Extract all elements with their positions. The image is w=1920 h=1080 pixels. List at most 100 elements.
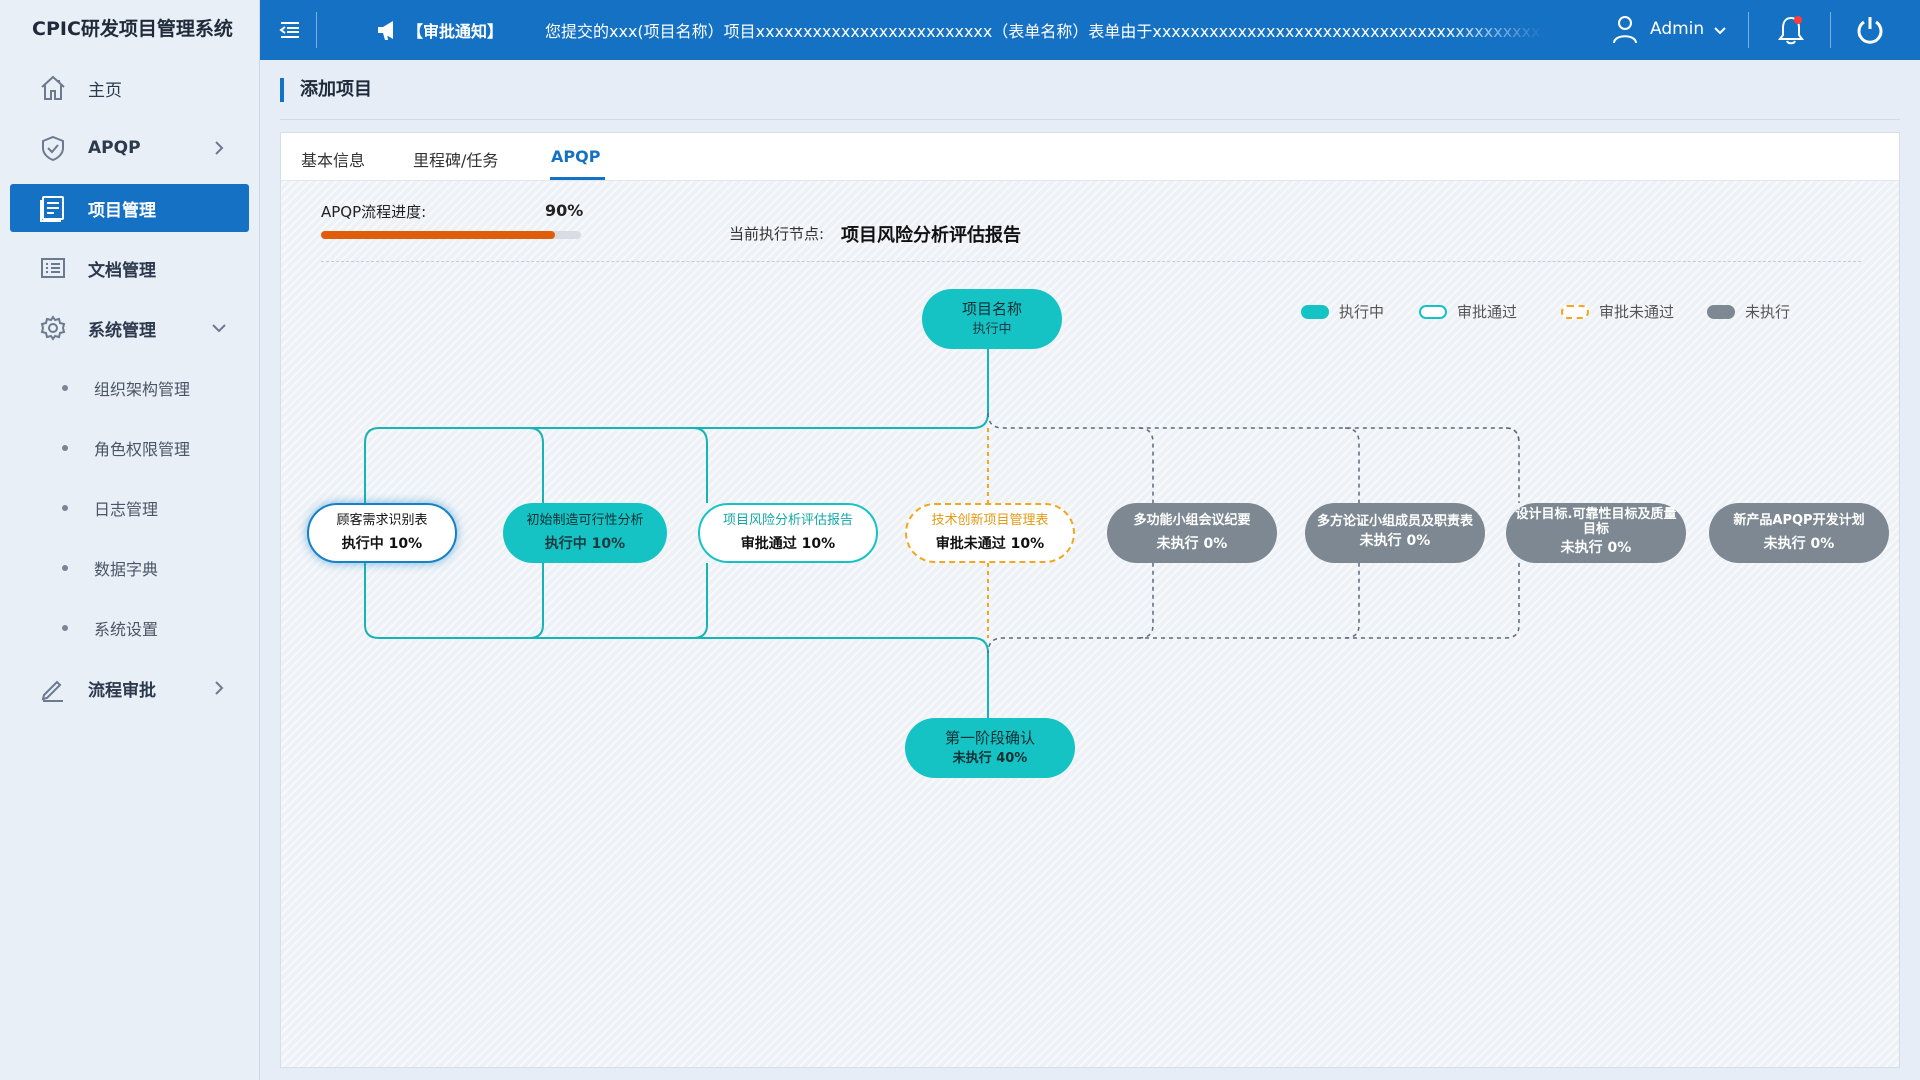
tab-active-indicator: [550, 177, 605, 180]
legend-running: 执行中: [1301, 301, 1384, 322]
progress-bar: [321, 231, 581, 239]
menu-collapse-icon[interactable]: [278, 18, 302, 42]
flow-root-node[interactable]: 项目名称 执行中: [922, 289, 1062, 349]
node-title: 顾客需求识别表: [336, 512, 428, 528]
tab-milestones[interactable]: 里程碑/任务: [413, 151, 499, 170]
sidebar-subitem-logs[interactable]: 日志管理: [10, 484, 249, 532]
pen-icon: [38, 673, 68, 703]
legend-label: 执行中: [1339, 303, 1385, 321]
legend-swatch: [1707, 304, 1735, 319]
sidebar-subitem-label: 系统设置: [94, 620, 159, 639]
document-icon: [38, 253, 68, 283]
megaphone-icon: [378, 21, 393, 40]
flow-node[interactable]: 初始制造可行性分析 执行中 10%: [503, 503, 667, 563]
chevron-down-icon: [212, 324, 226, 333]
flow-node[interactable]: 项目风险分析评估报告 审批通过 10%: [698, 503, 878, 563]
sidebar-item-project[interactable]: 项目管理: [10, 184, 249, 232]
node-status: 未执行 0%: [1763, 536, 1835, 553]
user-menu[interactable]: Admin: [1612, 14, 1740, 44]
tab-bar: 基本信息 里程碑/任务 APQP: [281, 133, 1899, 181]
node-status: 审批未通过 10%: [935, 536, 1045, 553]
bullet-icon: [62, 625, 68, 631]
sidebar-item-label: 主页: [88, 80, 122, 101]
node-title: 新产品APQP开发计划: [1733, 512, 1865, 528]
user-name: Admin: [1650, 19, 1705, 39]
node-title: 项目风险分析评估报告: [722, 512, 853, 528]
node-title: 多方论证小组成员及职责表: [1316, 514, 1473, 530]
node-title: 项目名称: [961, 300, 1022, 319]
sidebar: CPIC研发项目管理系统 主页 APQP 项目管理 文档管理 系统管理 组织架构…: [0, 0, 260, 1080]
current-node-value: 项目风险分析评估报告: [841, 225, 1021, 246]
tab-apqp[interactable]: APQP: [551, 147, 601, 166]
sidebar-item-documents[interactable]: 文档管理: [10, 244, 249, 292]
chevron-down-icon: [1714, 27, 1726, 35]
project-icon: [38, 193, 68, 223]
node-status: 未执行 0%: [1560, 540, 1632, 557]
sidebar-subitem-label: 组织架构管理: [94, 380, 191, 399]
node-title: 多功能小组会议纪要: [1133, 512, 1251, 528]
tab-basic-info[interactable]: 基本信息: [301, 151, 366, 170]
sidebar-item-label: 流程审批: [88, 680, 156, 701]
legend-label: 审批未通过: [1599, 303, 1675, 321]
node-status: 未执行 0%: [1359, 533, 1431, 550]
notice-tag: 【审批通知】: [407, 22, 504, 41]
bullet-icon: [62, 385, 68, 391]
sidebar-subitem-label: 角色权限管理: [94, 440, 191, 459]
flow-connectors: [364, 349, 1520, 718]
sidebar-item-system[interactable]: 系统管理: [10, 304, 249, 352]
sidebar-item-label: 文档管理: [88, 260, 156, 281]
bullet-icon: [62, 445, 68, 451]
notification-bell-icon[interactable]: [1776, 14, 1806, 46]
power-icon[interactable]: [1854, 14, 1886, 46]
sidebar-item-home[interactable]: 主页: [10, 64, 249, 112]
bullet-icon: [62, 505, 68, 511]
bullet-icon: [62, 565, 68, 571]
node-title: 设计目标.可靠性目标及质量目标: [1515, 506, 1677, 537]
node-status: 执行中: [972, 322, 1012, 338]
top-bar: 【审批通知】 您提交的xxx(项目名称）项目xxxxxxxxxxxxxxxxxx…: [260, 0, 1920, 60]
legend-swatch: [1419, 304, 1447, 319]
notice-marquee[interactable]: 您提交的xxx(项目名称）项目xxxxxxxxxxxxxxxxxxxxxxxxx…: [545, 22, 1545, 41]
flow-node[interactable]: 顾客需求识别表 执行中 10%: [307, 503, 457, 563]
sidebar-item-label: 系统管理: [88, 320, 156, 341]
sidebar-item-approval[interactable]: 流程审批: [10, 664, 249, 712]
sidebar-subitem-label: 数据字典: [94, 560, 159, 579]
legend-rejected: 审批未通过: [1561, 301, 1674, 322]
current-node-label: 当前执行节点:: [729, 225, 825, 243]
node-title: 第一阶段确认: [944, 729, 1035, 748]
sidebar-subitem-org[interactable]: 组织架构管理: [10, 364, 249, 412]
page-title: 添加项目: [300, 79, 372, 100]
flow-node[interactable]: 技术创新项目管理表 审批未通过 10%: [905, 503, 1075, 563]
node-status: 执行中 10%: [341, 536, 423, 553]
sidebar-subitem-dictionary[interactable]: 数据字典: [10, 544, 249, 592]
node-status: 审批通过 10%: [740, 536, 836, 553]
legend-pending: 未执行: [1707, 301, 1790, 322]
content-card: 基本信息 里程碑/任务 APQP APQP流程进度: 90% 当前执行节点: 项…: [280, 132, 1900, 1068]
app-title: CPIC研发项目管理系统: [32, 18, 233, 40]
node-status: 未执行 40%: [952, 751, 1028, 767]
node-status: 执行中 10%: [544, 536, 626, 553]
progress-label: APQP流程进度:: [321, 203, 427, 221]
sidebar-subitem-roles[interactable]: 角色权限管理: [10, 424, 249, 472]
sidebar-item-apqp[interactable]: APQP: [10, 124, 249, 172]
progress-bar-fill: [321, 231, 555, 239]
flow-end-node[interactable]: 第一阶段确认 未执行 40%: [905, 718, 1075, 778]
sidebar-item-label: 项目管理: [88, 200, 156, 221]
divider: [321, 261, 1861, 262]
flow-node[interactable]: 设计目标.可靠性目标及质量目标 未执行 0%: [1506, 503, 1686, 563]
shield-check-icon: [38, 133, 68, 163]
home-icon: [38, 73, 68, 103]
user-icon: [1613, 16, 1637, 44]
flow-node[interactable]: 多功能小组会议纪要 未执行 0%: [1107, 503, 1277, 563]
flow-node[interactable]: 新产品APQP开发计划 未执行 0%: [1709, 503, 1889, 563]
legend-swatch: [1561, 304, 1589, 319]
node-status: 未执行 0%: [1156, 536, 1228, 553]
sidebar-item-label: APQP: [88, 138, 141, 158]
chevron-right-icon: [215, 681, 224, 695]
sidebar-subitem-label: 日志管理: [94, 500, 159, 519]
sidebar-subitem-settings[interactable]: 系统设置: [10, 604, 249, 652]
title-accent-bar: [280, 78, 284, 102]
node-title: 技术创新项目管理表: [931, 512, 1049, 528]
node-title: 初始制造可行性分析: [526, 512, 644, 528]
flow-node[interactable]: 多方论证小组成员及职责表 未执行 0%: [1305, 503, 1485, 563]
